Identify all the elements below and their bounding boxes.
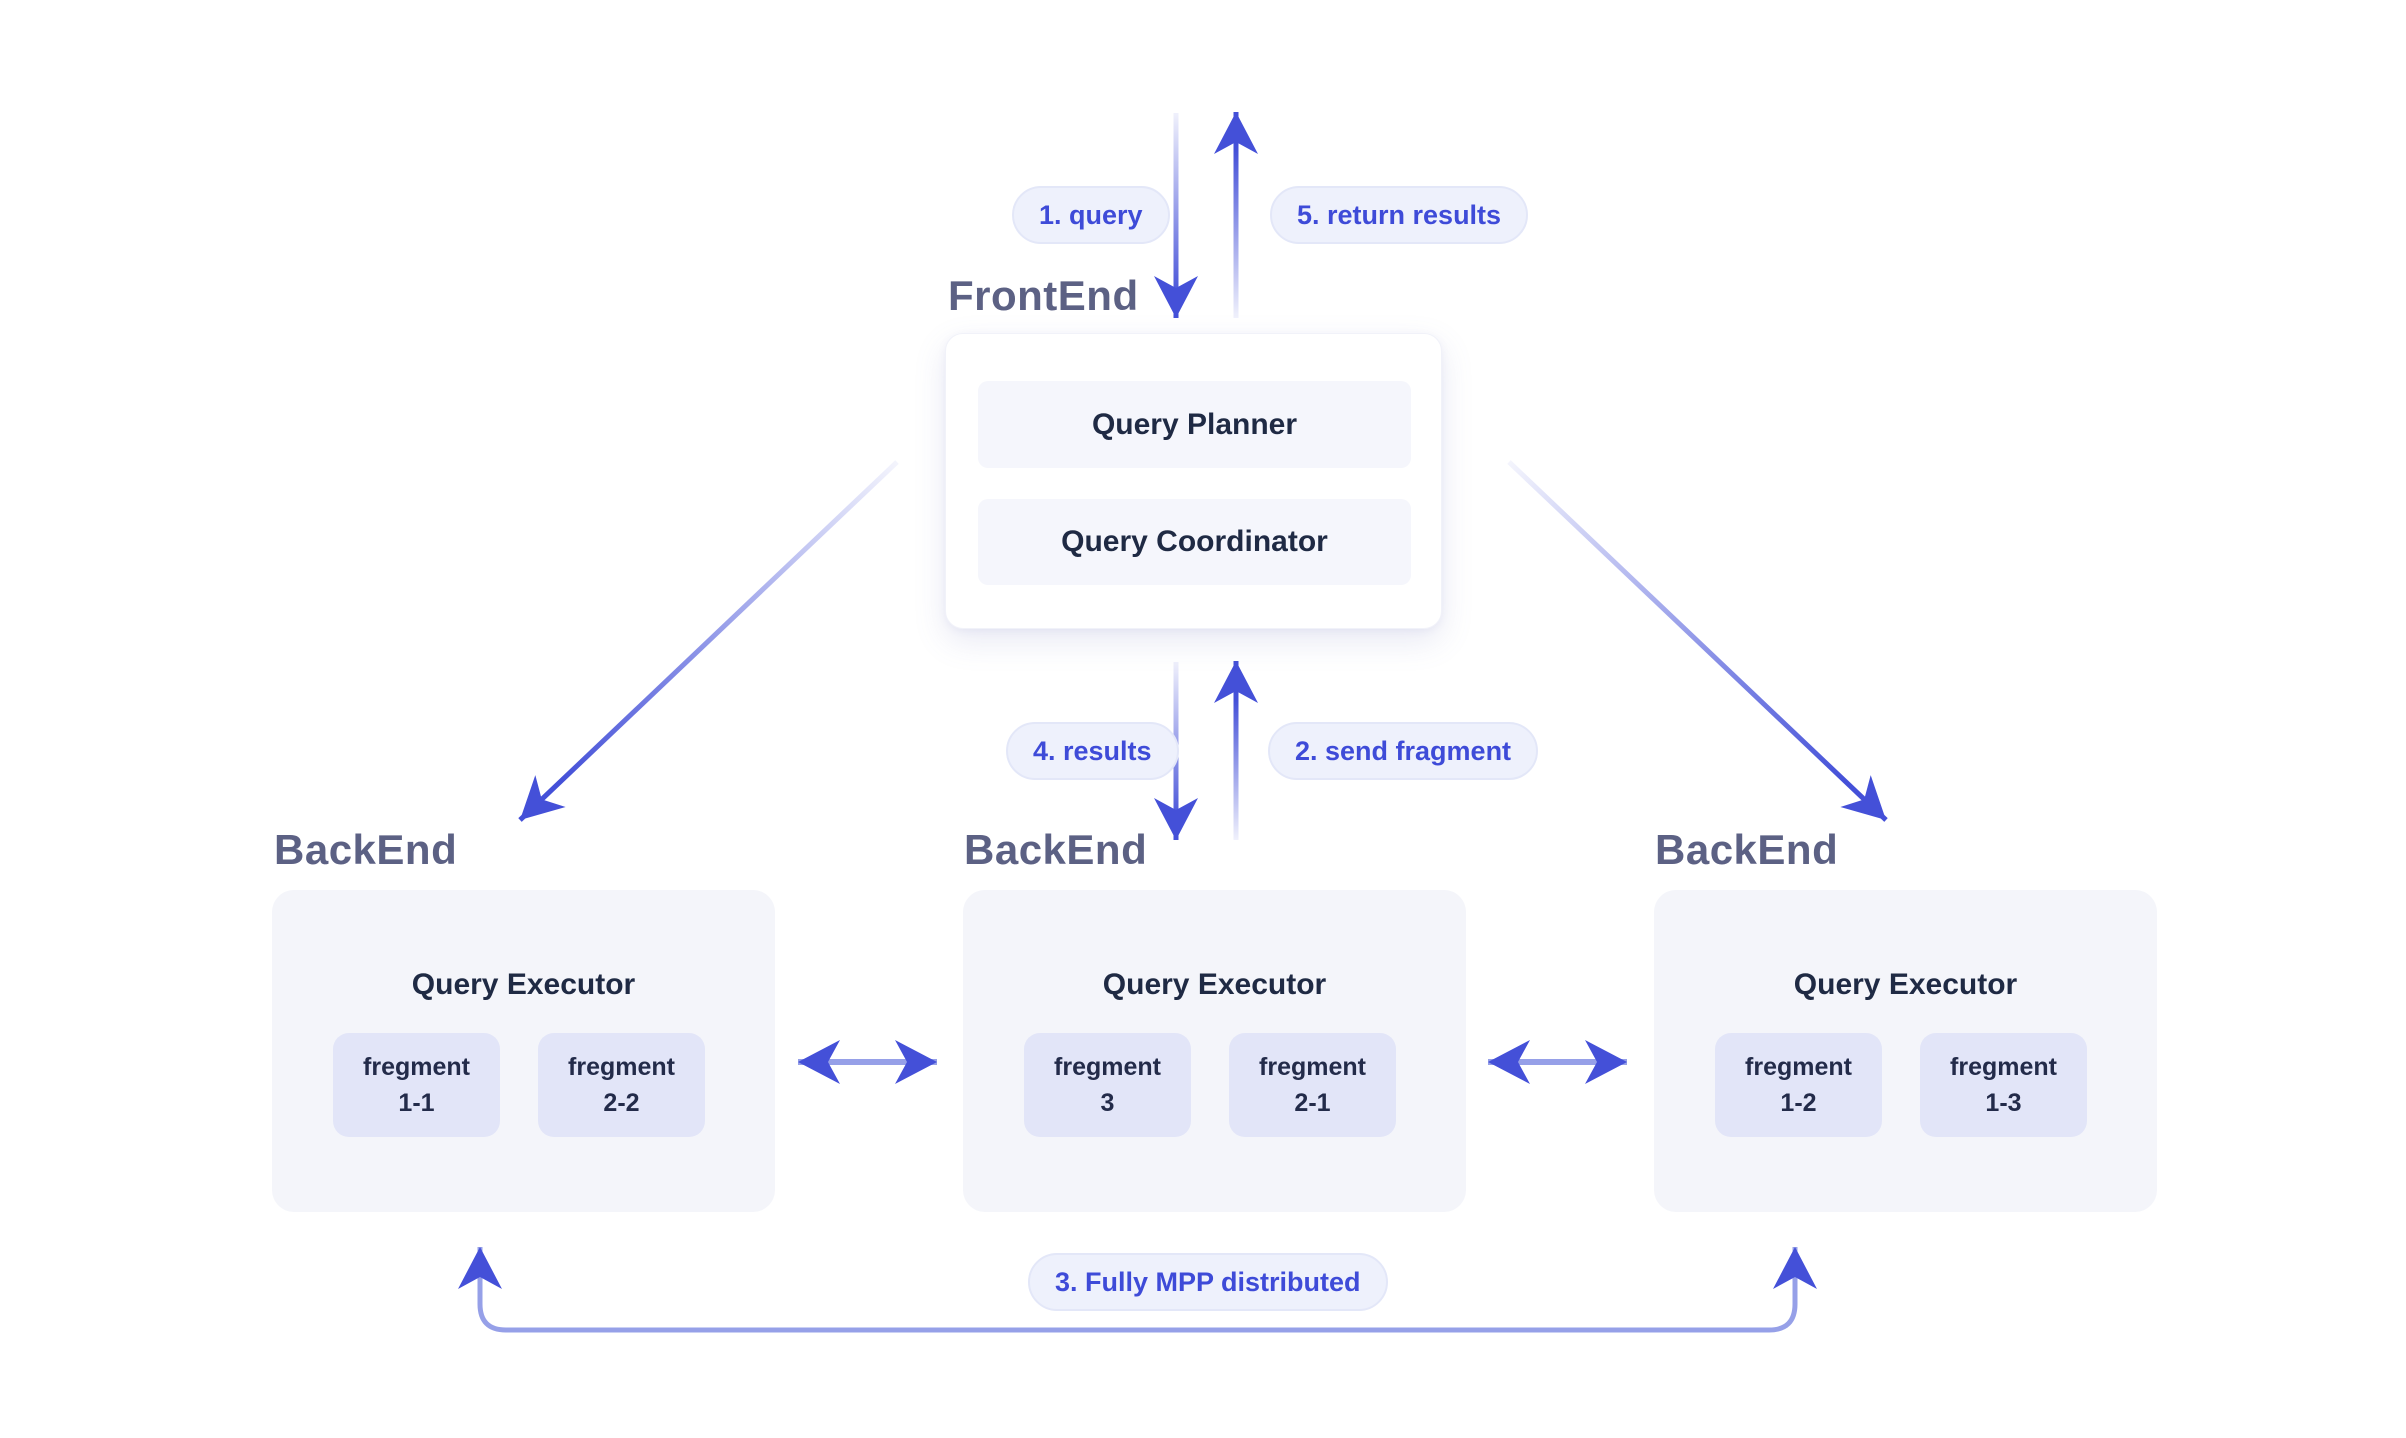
fragment-name: fregment [1054, 1053, 1161, 1081]
query-executor-title: Query Executor [411, 968, 636, 1001]
fragment-name: fregment [1950, 1053, 2057, 1081]
badge-step-5-return-results: 5. return results [1270, 186, 1529, 244]
badge-step-4-results: 4. results [1006, 722, 1179, 780]
query-planner-box: Query Planner [978, 381, 1411, 468]
backend-card-right: Query Executor fregment 1-2 fregment 1-3 [1654, 890, 2157, 1212]
fragment-id: 2-1 [1294, 1089, 1331, 1117]
fragment-name: fregment [1259, 1053, 1366, 1081]
fragment-box: fregment 1-1 [333, 1033, 500, 1137]
backend-card-left: Query Executor fregment 1-1 fregment 2-2 [272, 890, 775, 1212]
fragment-box: fregment 1-3 [1920, 1033, 2087, 1137]
arrow-diagonal-right [1507, 460, 1888, 822]
query-coordinator-box: Query Coordinator [978, 499, 1411, 585]
fragment-id: 2-2 [603, 1089, 640, 1117]
fragment-box: fregment 2-1 [1229, 1033, 1396, 1137]
backend-card-middle: Query Executor fregment 3 fregment 2-1 [963, 890, 1466, 1212]
badge-step-1-query: 1. query [1012, 186, 1170, 244]
fragment-id: 1-3 [1985, 1089, 2022, 1117]
fragment-id: 1-2 [1780, 1089, 1817, 1117]
query-executor-title: Query Executor [1102, 968, 1327, 1001]
fragment-name: fregment [1745, 1053, 1852, 1081]
backend-right-label: BackEnd [1655, 826, 1839, 873]
frontend-label: FrontEnd [948, 272, 1139, 319]
fragment-box: fregment 1-2 [1715, 1033, 1882, 1137]
badge-step-3-fully-mpp-distributed: 3. Fully MPP distributed [1028, 1253, 1388, 1311]
arrow-diagonal-left [518, 460, 899, 822]
backend-middle-label: BackEnd [964, 826, 1148, 873]
fragment-box: fregment 3 [1024, 1033, 1191, 1137]
fragment-id: 1-1 [398, 1089, 435, 1117]
fragment-name: fregment [363, 1053, 470, 1081]
badge-step-2-send-fragment: 2. send fragment [1268, 722, 1539, 780]
fragment-box: fregment 2-2 [538, 1033, 705, 1137]
backend-left-label: BackEnd [274, 826, 458, 873]
fragment-name: fregment [568, 1053, 675, 1081]
frontend-card: Query Planner Query Coordinator [945, 333, 1442, 629]
query-executor-title: Query Executor [1793, 968, 2018, 1001]
fragment-id: 3 [1100, 1089, 1115, 1117]
